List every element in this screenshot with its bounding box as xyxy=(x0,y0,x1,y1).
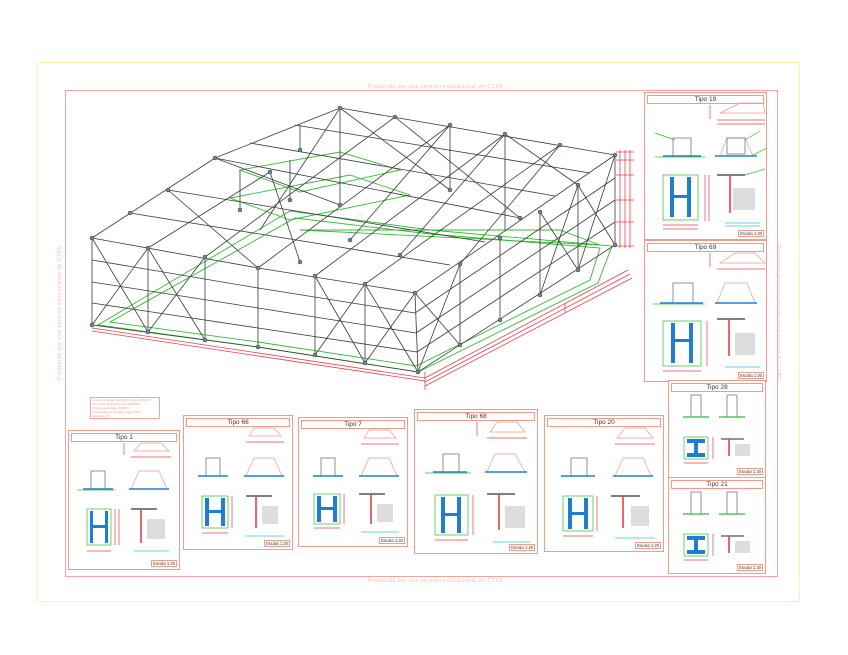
detail-tipo-66: Tipo 66 Escala 1:20 xyxy=(183,415,293,550)
structure-nodes xyxy=(89,105,618,375)
detail-title: Tipo 69 xyxy=(647,243,764,252)
steel-members xyxy=(91,107,616,373)
detail-title: Tipo 1 xyxy=(71,433,177,442)
detail-title: Tipo 66 xyxy=(186,418,290,427)
detail-title: Tipo 21 xyxy=(671,480,763,489)
detail-tipo-7: Tipo 7 Escala 1:20 xyxy=(298,417,408,547)
detail-title: Tipo 28 xyxy=(671,383,763,392)
detail-tipo-28: Tipo 28 Escala 1:20 xyxy=(668,380,766,478)
baseplate-detail-drawing xyxy=(683,394,750,464)
scale-label: Escala 1:20 xyxy=(738,230,764,237)
scale-label: Escala 1:20 xyxy=(737,564,763,571)
sheet-border xyxy=(37,62,800,602)
detail-tipo-20: Tipo 20 Escala 1:20 xyxy=(544,415,664,552)
foundation-outline xyxy=(96,151,613,373)
note-line: Tolerancias de montaje según CTE xyxy=(93,410,140,414)
note-line: Hormigón de limpieza HL-150/B/20 xyxy=(93,402,140,406)
baseplate-detail-drawing xyxy=(77,442,171,552)
baseplate-detail-drawing xyxy=(653,252,766,372)
baseplate-detail-drawing xyxy=(683,491,750,561)
scale-label: Escala 1:20 xyxy=(509,544,535,551)
baseplate-detail-drawing xyxy=(561,427,655,539)
baseplate-detail-drawing xyxy=(313,429,399,533)
watermark-bottom: Producido por una versión educacional de… xyxy=(368,578,504,584)
detail-title: Tipo 19 xyxy=(647,95,764,104)
detail-tipo-69: Tipo 69 Escala 1:20 xyxy=(644,240,767,382)
drawing-frame xyxy=(65,90,778,577)
note-line: Escala 1:20 xyxy=(93,414,109,418)
watermark-right: Producido por una versión educacional de… xyxy=(775,245,781,381)
detail-tipo-19: Tipo 19 xyxy=(644,92,768,240)
notes-box: Acero en placas: S275JR / pernos: B 500 … xyxy=(90,397,160,419)
baseplate-detail-drawing xyxy=(425,421,530,543)
scale-label: Escala 1:20 xyxy=(635,542,661,549)
watermark-top: Producido por una versión educacional de… xyxy=(368,84,504,90)
scale-label: Escala 1:20 xyxy=(264,540,290,547)
baseplate-detail-drawing xyxy=(198,427,284,537)
detail-tipo-68: Tipo 68 Escala 1:20 xyxy=(414,409,538,554)
scale-label: Escala 1:20 xyxy=(379,537,405,544)
detail-title: Tipo 7 xyxy=(301,420,405,429)
scale-label: Escala 1:20 xyxy=(737,468,763,475)
baseplate-detail-drawing xyxy=(654,102,768,230)
note-line: Pernos de anclaje: B 500 S xyxy=(93,406,130,410)
dimension-lines xyxy=(91,150,634,390)
detail-title: Tipo 68 xyxy=(417,412,535,421)
scale-label: Escala 1:20 xyxy=(151,560,177,567)
scale-label: Escala 1:20 xyxy=(738,372,764,379)
detail-tipo-1: Tipo 1 Escala 1:20 xyxy=(68,430,180,570)
detail-tipo-21: Tipo 21 Escala 1:20 xyxy=(668,477,766,574)
note-line: Acero en placas: S275JR / pernos: B 500 … xyxy=(93,398,151,402)
detail-title: Tipo 20 xyxy=(547,418,661,427)
